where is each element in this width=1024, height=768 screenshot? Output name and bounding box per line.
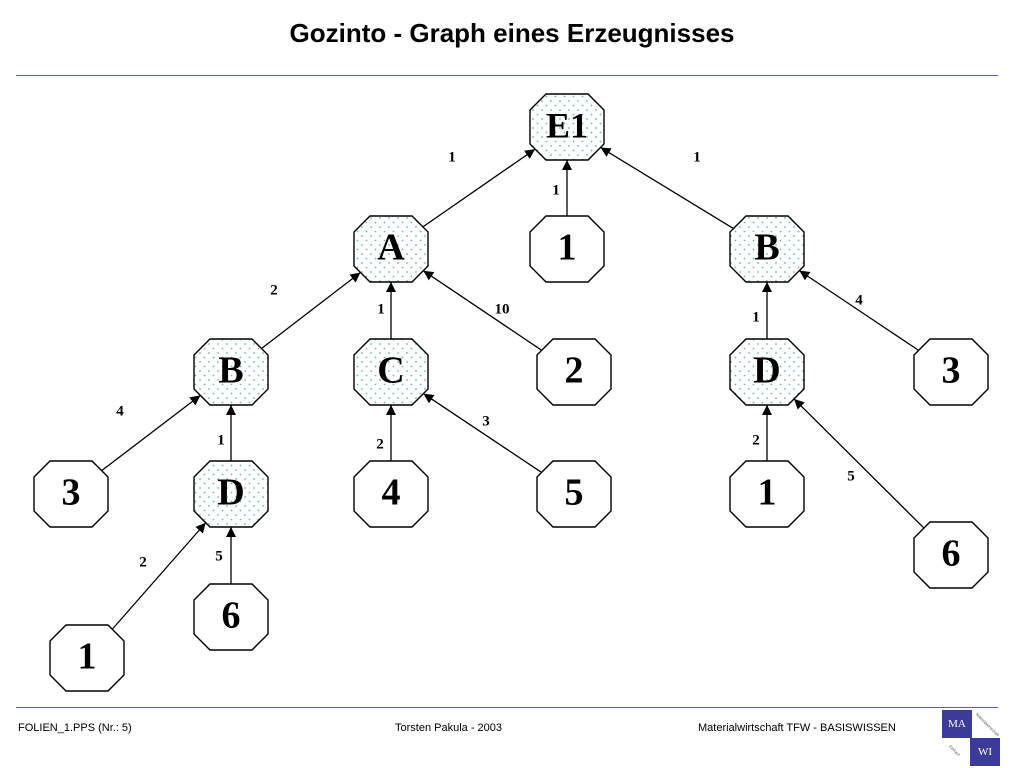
node-n6bottom: 6 [193,583,269,651]
node-label-n1bottom: 1 [78,636,97,678]
node-shape-n4 [353,460,429,528]
edge-label-n2-to-A: 10 [495,301,510,317]
node-Dleft: D [193,460,269,528]
edge-label-Dleft-to-Bleft: 1 [217,432,225,448]
footer-author: Torsten Pakula - 2003 [395,722,503,734]
node-n3right: 3 [913,338,989,406]
node-label-n1right: 1 [758,472,777,514]
node-Bleft: B [193,338,269,406]
logo-wi: WI [970,738,1000,766]
node-shape-n3right [913,338,989,406]
node-n1right: 1 [729,460,805,528]
node-label-n4: 4 [382,472,401,514]
node-label-n3right: 3 [942,350,961,392]
node-shape-C [353,338,429,406]
node-label-n6bottom: 6 [222,595,241,637]
edge-label-n1bottom-to-Dleft: 2 [139,554,147,570]
edge-label-n3left-to-Bleft: 4 [116,403,124,419]
node-E1: E1 [529,93,605,161]
node-n2: 2 [536,338,612,406]
top-divider [16,75,998,76]
node-shape-n1right [729,460,805,528]
node-label-Dleft: D [217,472,244,514]
edge-label-n1top-to-E1: 1 [552,182,560,198]
node-shape-n1bottom [49,624,125,692]
node-shape-Dright [729,338,805,406]
node-n4: 4 [353,460,429,528]
node-label-A: A [377,227,405,269]
node-label-Bright: B [754,227,779,269]
edge-label-A-to-E1: 1 [448,149,456,165]
edge-label-Dright-to-Bright: 1 [752,309,760,325]
edge-n2-to-A [422,270,543,351]
edge-n3right-to-Bright [799,270,919,351]
edge-label-n4-to-C: 2 [376,436,384,452]
edge-n5-to-C [423,393,542,473]
edge-label-n3right-to-Bright: 4 [855,292,863,308]
edge-n1bottom-to-Dleft [111,522,207,630]
node-n1bottom: 1 [49,624,125,692]
logo: MA WI Materialwirtschaft Einkauf [940,710,1000,766]
node-label-E1: E1 [546,105,588,145]
edge-n3left-to-Bleft [101,394,201,472]
edge-n6right-to-Dright [793,398,925,529]
node-n3left: 3 [33,460,109,528]
node-n5: 5 [536,460,612,528]
node-shape-Bright [729,215,805,283]
edge-label-n5-to-C: 3 [482,413,490,429]
edge-label-n6right-to-Dright: 5 [847,468,855,484]
edge-label-Bleft-to-A: 2 [270,282,278,298]
edge-label-n6bottom-to-Dleft: 5 [215,548,223,564]
page-title: Gozinto - Graph eines Erzeugnisses [289,18,735,48]
footer-filename: FOLIEN_1.PPS (Nr.: 5) [18,722,132,734]
edge-Bleft-to-A [261,271,361,350]
logo-text-top: Materialwirtschaft [974,711,1001,738]
node-shape-n6bottom [193,583,269,651]
edge-label-Bright-to-E1: 1 [693,149,701,165]
node-label-C: C [377,350,404,392]
node-label-Bleft: B [218,350,243,392]
node-n1top: 1 [529,215,605,283]
node-shape-n2 [536,338,612,406]
bottom-divider [16,707,998,708]
node-label-n6right: 6 [942,533,961,575]
node-shape-Dleft [193,460,269,528]
node-n6right: 6 [913,521,989,589]
logo-ma: MA [942,710,972,738]
node-shape-n3left [33,460,109,528]
edge-Bright-to-E1 [600,146,734,230]
edge-label-n1right-to-Dright: 2 [752,432,760,448]
node-label-n5: 5 [565,472,584,514]
node-shape-E1 [529,93,605,161]
node-Dright: D [729,338,805,406]
node-C: C [353,338,429,406]
node-shape-n6right [913,521,989,589]
logo-text-bottom: Einkauf [948,744,962,757]
node-label-n2: 2 [565,350,584,392]
edge-label-C-to-A: 1 [377,301,385,317]
node-shape-Bleft [193,338,269,406]
node-Bright: B [729,215,805,283]
edge-A-to-E1 [422,148,536,228]
node-shape-n1top [529,215,605,283]
node-shape-n5 [536,460,612,528]
node-label-Dright: D [753,350,780,392]
node-label-n1top: 1 [558,227,577,269]
node-label-n3left: 3 [62,472,81,514]
footer-course: Materialwirtschaft TFW - BASISWISSEN [698,722,896,734]
node-A: A [353,215,429,283]
node-shape-A [353,215,429,283]
